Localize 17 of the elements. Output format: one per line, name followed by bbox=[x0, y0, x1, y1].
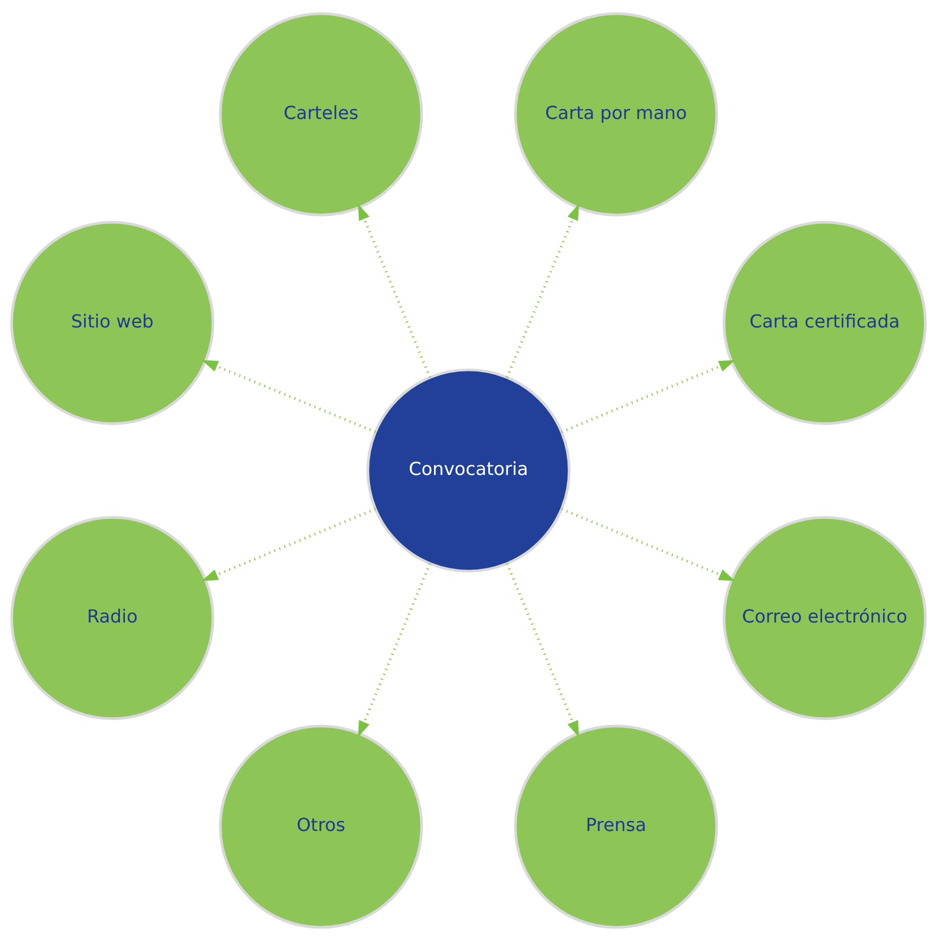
arrow bbox=[202, 508, 376, 582]
arrow bbox=[358, 204, 432, 378]
arrow bbox=[506, 204, 580, 378]
arrow bbox=[561, 360, 736, 434]
arrow bbox=[561, 508, 736, 582]
node-circle: Carta certificada bbox=[722, 220, 927, 426]
arrow bbox=[358, 563, 432, 738]
node-circle: Carta por mano bbox=[514, 12, 718, 216]
node-circle: Radio bbox=[10, 516, 214, 720]
node-circle: Convocatoria bbox=[366, 368, 571, 573]
node-circle: Otros bbox=[218, 724, 424, 929]
node-circle: Carteles bbox=[218, 12, 424, 216]
node-circle: Correo electrónico bbox=[722, 516, 927, 720]
arrow bbox=[202, 360, 376, 434]
node-circle: Prensa bbox=[514, 724, 718, 929]
node-circle: Sitio web bbox=[10, 220, 214, 426]
arrow bbox=[506, 563, 580, 738]
